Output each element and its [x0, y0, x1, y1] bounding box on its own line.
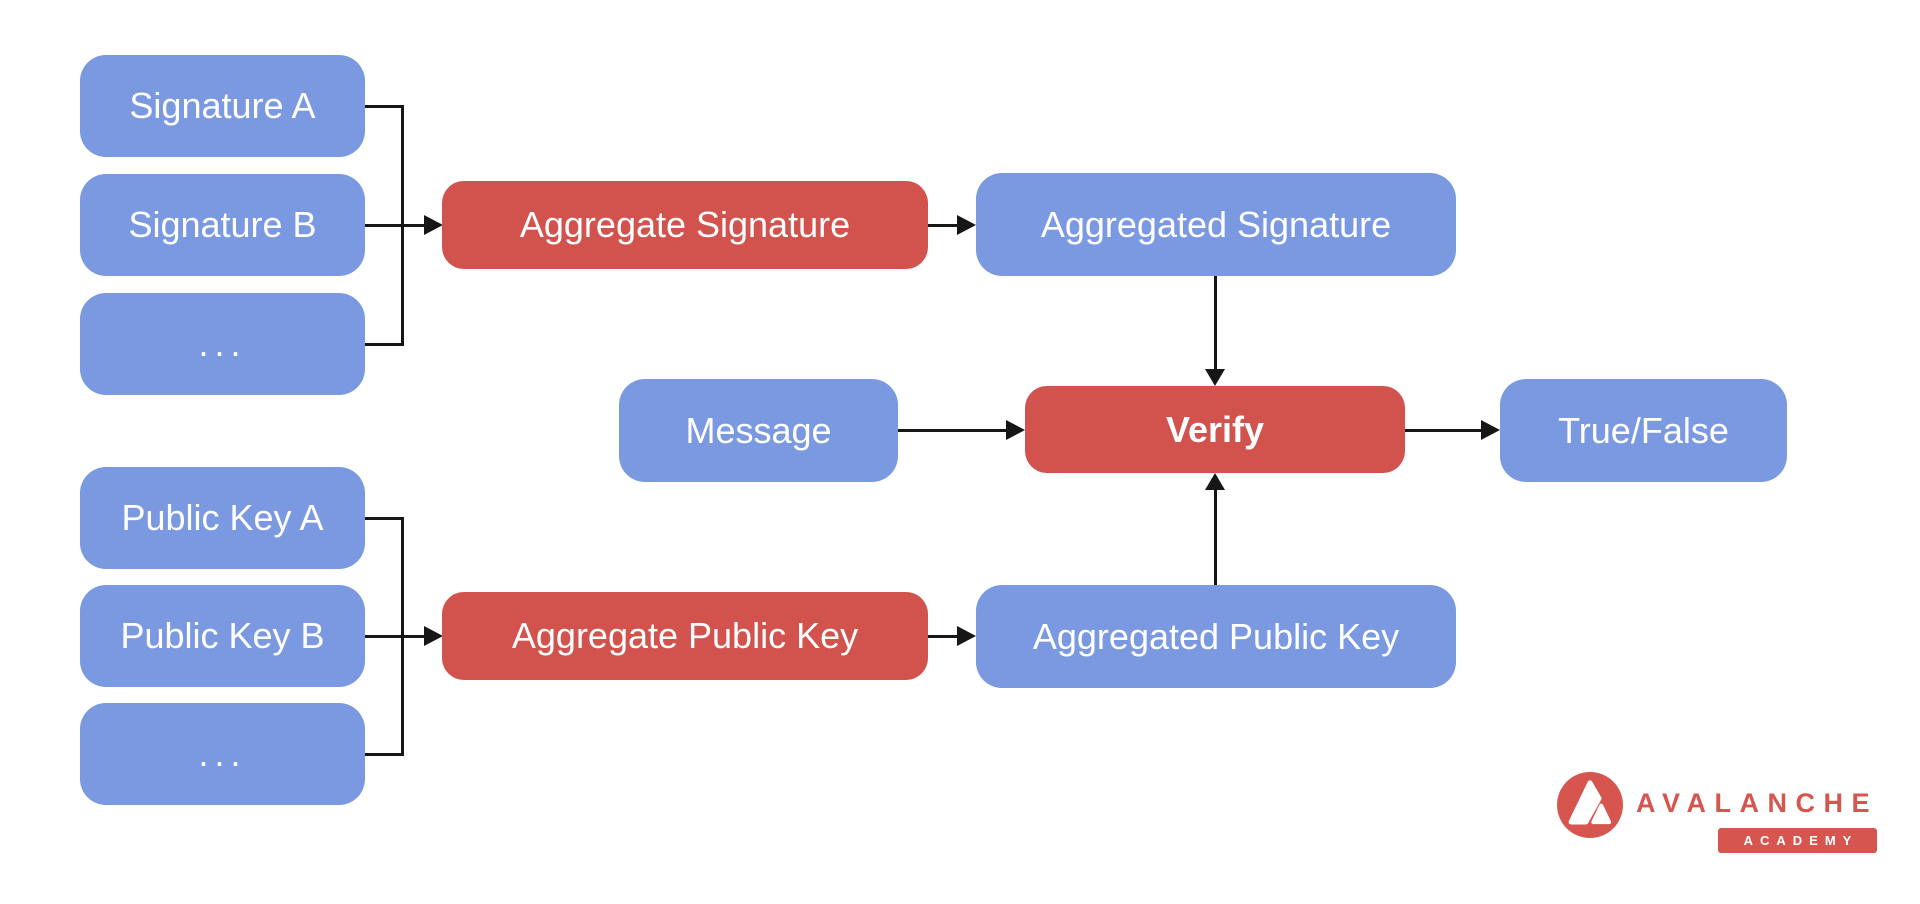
connector-public-key-ellipsis-stub [365, 753, 404, 756]
connector-signature-ellipsis-stub [365, 343, 404, 346]
node-aggregate-public-key: Aggregate Public Key [442, 592, 928, 680]
node-public-key-a: Public Key A [80, 467, 365, 569]
node-public-key-b: Public Key B [80, 585, 365, 687]
connector-signatures-to-aggregate [365, 224, 425, 227]
arrowhead-icon [424, 626, 443, 646]
node-aggregate-signature: Aggregate Signature [442, 181, 928, 269]
node-aggregated-signature: Aggregated Signature [976, 173, 1456, 276]
node-public-key-ellipsis: ... [80, 703, 365, 805]
connector-aggregate-to-aggregated-signature [928, 224, 958, 227]
connector-signature-a-stub [365, 105, 404, 108]
node-signature-b: Signature B [80, 174, 365, 276]
arrowhead-icon [1205, 473, 1225, 490]
connector-aggregate-to-aggregated-public-key [928, 635, 958, 638]
connector-message-to-verify [898, 429, 1007, 432]
node-signature-a: Signature A [80, 55, 365, 157]
node-true-false: True/False [1500, 379, 1787, 482]
logo-brand-text: AVALANCHE [1636, 788, 1878, 818]
arrowhead-icon [1481, 420, 1500, 440]
avalanche-logo-icon [1557, 772, 1623, 838]
node-signature-ellipsis: ... [80, 293, 365, 395]
node-aggregated-public-key: Aggregated Public Key [976, 585, 1456, 688]
connector-public-key-a-stub [365, 517, 404, 520]
connector-aggregated-public-key-to-verify [1214, 488, 1217, 585]
connector-aggregated-signature-to-verify [1214, 276, 1217, 371]
arrowhead-icon [1006, 420, 1025, 440]
arrowhead-icon [957, 626, 976, 646]
connector-verify-to-result [1405, 429, 1482, 432]
arrowhead-icon [957, 215, 976, 235]
avalanche-academy-logo: AVALANCHE ACADEMY [1556, 765, 1896, 860]
node-verify: Verify [1025, 386, 1405, 473]
node-message: Message [619, 379, 898, 482]
connector-public-keys-to-aggregate [365, 635, 425, 638]
arrowhead-icon [424, 215, 443, 235]
logo-badge: ACADEMY [1718, 828, 1877, 853]
arrowhead-icon [1205, 369, 1225, 386]
